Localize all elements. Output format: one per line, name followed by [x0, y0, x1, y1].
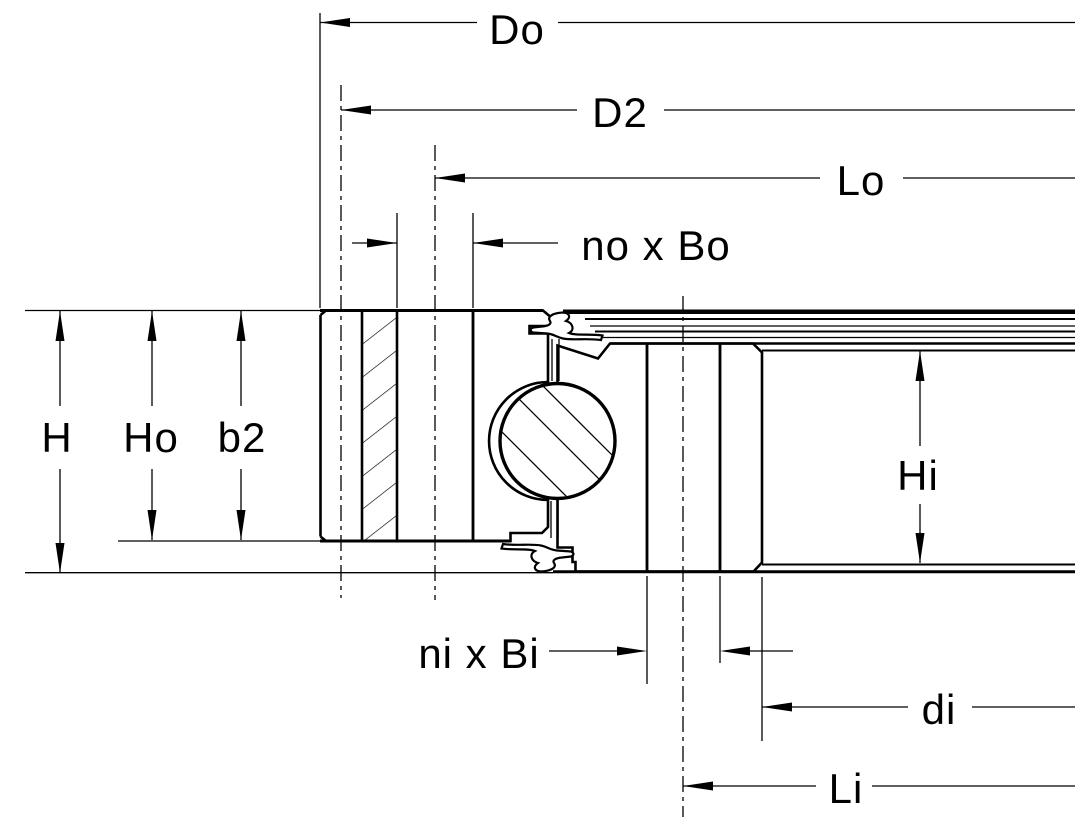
label-li: Li: [829, 765, 864, 812]
outer-ring-section: [319, 309, 558, 543]
outer-ring-hatch-left: [362, 310, 397, 541]
arrow-down-h: [55, 543, 65, 573]
centerlines: [340, 85, 684, 817]
arrow-left-d2: [341, 105, 371, 115]
label-ho: Ho: [123, 414, 179, 461]
label-h: H: [41, 414, 72, 461]
dim-b2: b2: [218, 311, 267, 540]
dim-di: di: [762, 686, 1075, 733]
seal-top-profile: [529, 311, 604, 342]
arrow-left-li: [683, 781, 713, 791]
arrow-left-bi: [720, 646, 750, 656]
dim-hi: Hi: [897, 351, 939, 563]
arrow-down-ho: [147, 510, 157, 540]
label-lo: Lo: [837, 157, 886, 204]
label-di: di: [922, 686, 957, 733]
arrow-left-do: [320, 18, 350, 27]
ball-diagonal-3: [529, 385, 614, 471]
arrow-right-bo: [367, 238, 397, 248]
seal-bottom-profile: [500, 542, 575, 573]
arrow-up-b2: [236, 311, 246, 341]
extension-lines: [25, 13, 763, 741]
ball: [498, 339, 617, 538]
ball-circle: [498, 381, 617, 501]
seal-bottom: [500, 542, 575, 573]
arrow-up-hi: [915, 351, 925, 381]
arrow-left-di: [762, 702, 792, 712]
dim-no-x-bo: no x Bo: [352, 222, 730, 269]
dim-do: Do: [320, 6, 1075, 53]
ball-diagonal-2: [501, 419, 591, 497]
seal-top: [529, 311, 604, 342]
dim-ni-x-bi: ni x Bi: [418, 630, 793, 677]
dim-lo: Lo: [435, 157, 1075, 204]
label-ni-x-bi: ni x Bi: [418, 630, 539, 677]
dim-h: H: [41, 311, 72, 573]
label-d2: D2: [592, 89, 648, 136]
arrow-up-ho: [147, 311, 157, 341]
label-do: Do: [489, 6, 545, 53]
dim-ho: Ho: [123, 311, 179, 540]
arrow-down-hi: [915, 533, 925, 563]
arrow-up-h: [55, 311, 65, 341]
label-no-x-bo: no x Bo: [581, 222, 730, 269]
arrow-down-b2: [236, 510, 246, 540]
arrow-right-bi: [617, 646, 647, 656]
label-hi: Hi: [897, 452, 939, 499]
arrow-left-lo: [435, 173, 465, 183]
arrow-left-bo: [473, 238, 503, 248]
right-side-horizontal-lines: [553, 309, 1075, 574]
dim-li: Li: [683, 765, 1075, 812]
dim-d2: D2: [341, 89, 1075, 136]
outer-ring-hatch-right: [471, 309, 558, 543]
label-b2: b2: [218, 414, 267, 461]
